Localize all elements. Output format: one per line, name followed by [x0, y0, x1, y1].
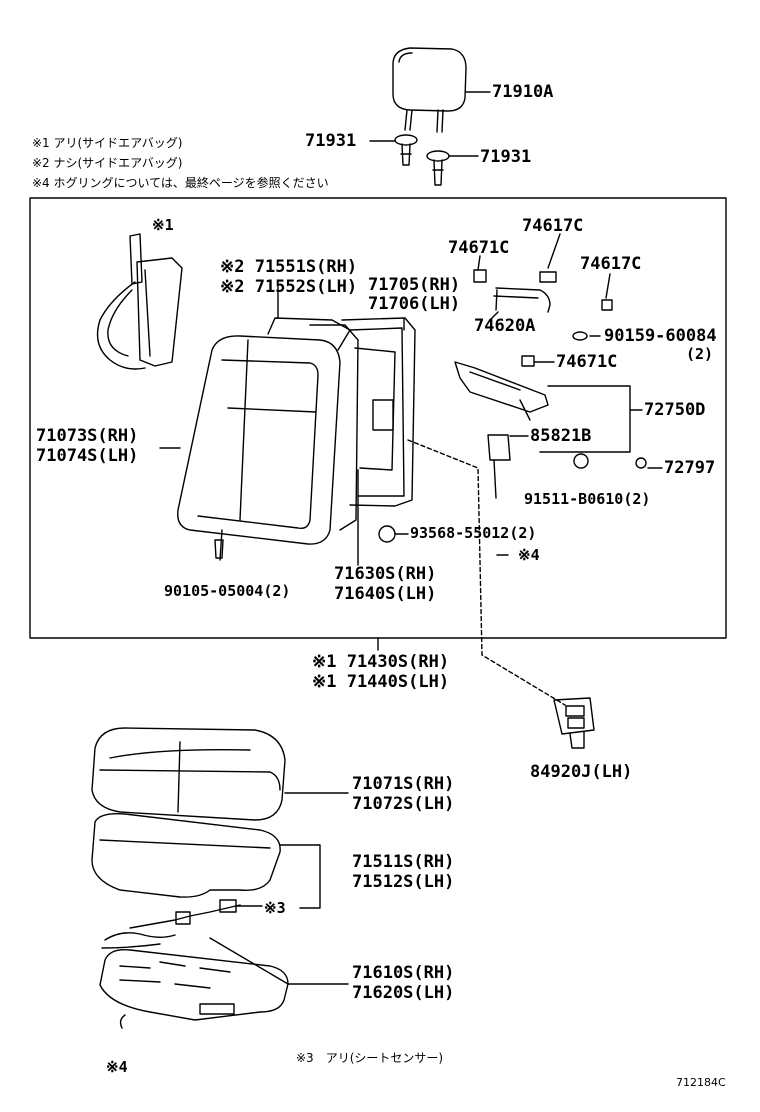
label-71931-right: 71931: [480, 147, 532, 167]
label-91511: 91511-B0610(2): [524, 490, 651, 508]
seatback-drawing: [159, 317, 416, 561]
mark-1-airbag: ※1: [152, 216, 174, 234]
label-72797: 72797: [664, 458, 716, 478]
label-90159-qty: (2): [686, 345, 714, 363]
headrest-support-drawing: [369, 134, 479, 186]
seat-cushion-frame-drawing: [99, 937, 349, 1021]
label-93568: 93568-55012(2): [410, 524, 537, 542]
label-71620S: 71620S(LH): [352, 983, 455, 1003]
label-74617C-right: 74617C: [580, 254, 642, 274]
label-74671C-top: 74671C: [448, 238, 510, 258]
label-85821B: 85821B: [530, 426, 592, 446]
label-71630S: 71630S(RH): [334, 564, 437, 584]
label-84920J: 84920J(LH): [530, 762, 633, 782]
label-71074S: 71074S(LH): [36, 446, 139, 466]
seat-switch-drawing: [553, 697, 595, 749]
mark-4-hog-ring: ※4: [518, 546, 540, 564]
label-71640S: 71640S(LH): [334, 584, 437, 604]
mark-4-bottom: ※4: [106, 1058, 128, 1076]
label-71430S: ※1 71430S(RH): [312, 652, 450, 672]
note-4: ※4 ホグリングについては、最終ページを参照ください: [32, 176, 329, 190]
connector-dashed-line: [407, 439, 566, 706]
label-71610S: 71610S(RH): [352, 963, 455, 983]
note-2: ※2 ナシ(サイドエアバッグ): [32, 156, 183, 170]
bracket-drawing: [214, 269, 647, 559]
label-71705: 71705(RH): [368, 275, 461, 295]
seat-cushion-pad-drawing: [91, 812, 319, 898]
label-74617C-top: 74617C: [522, 216, 584, 236]
label-71551S: ※2 71551S(RH): [220, 257, 358, 277]
label-71511S: 71511S(RH): [352, 852, 455, 872]
label-90105: 90105-05004(2): [164, 582, 291, 600]
seat-sensor-wiring-drawing: [101, 899, 263, 949]
footnote-seat-sensor: ※3 アリ(シートセンサー): [296, 1051, 444, 1065]
label-71512S: 71512S(LH): [352, 872, 455, 892]
leader-lines-lower: [299, 844, 321, 909]
label-74620A: 74620A: [474, 316, 536, 336]
seat-cushion-cover-drawing: [91, 727, 349, 821]
side-airbag-drawing: [96, 233, 183, 370]
diagram-reference-code: 712184C: [676, 1076, 726, 1089]
note-1: ※1 アリ(サイドエアバッグ): [32, 136, 183, 150]
label-71071S: 71071S(RH): [352, 774, 455, 794]
label-74671C-lower: 74671C: [556, 352, 618, 372]
label-71440S: ※1 71440S(LH): [312, 672, 450, 692]
label-71073S: 71073S(RH): [36, 426, 139, 446]
leader-lines-upper: [277, 233, 663, 566]
label-71072S: 71072S(LH): [352, 794, 455, 814]
label-71706: 71706(LH): [368, 294, 461, 314]
label-72750D: 72750D: [644, 400, 706, 420]
label-71552S: ※2 71552S(LH): [220, 277, 358, 297]
seatback-group-frame: [29, 197, 727, 639]
label-71931-left: 71931: [305, 131, 357, 151]
mark-3-seat-sensor: ※3: [264, 899, 286, 917]
label-90159: 90159-60084: [604, 326, 717, 346]
headrest-drawing: [392, 47, 491, 133]
label-71910A: 71910A: [492, 82, 554, 102]
